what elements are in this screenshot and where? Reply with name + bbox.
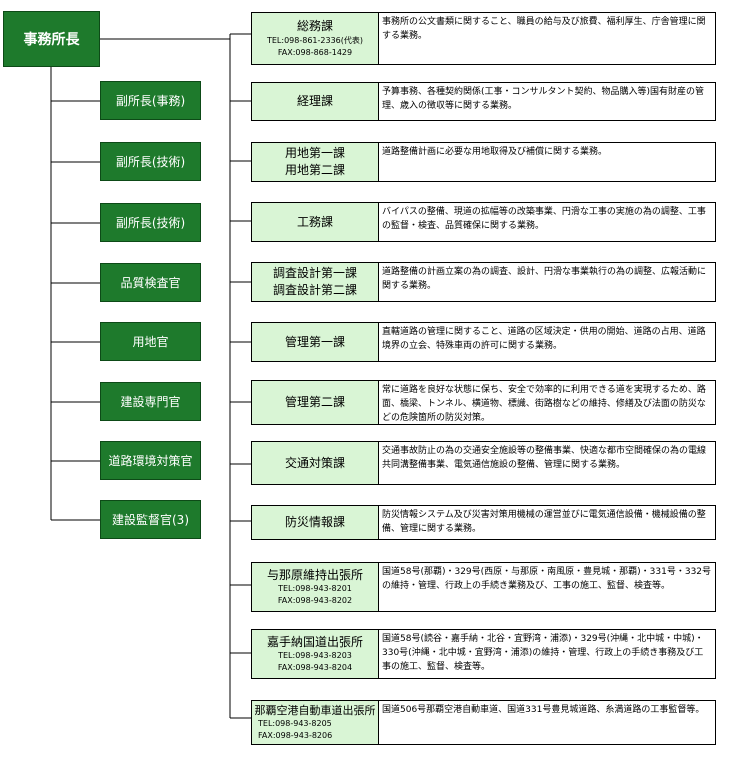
- section-row-engineering: 工務課 バイパスの整備、現道の拡幅等の改築事業、円滑な工事の実施の為の調整、工事…: [251, 202, 716, 242]
- section-row-management-1: 管理第一課 直轄道路の管理に関すること、道路の区域決定・供用の開始、道路の占用、…: [251, 322, 716, 362]
- section-name: 嘉手納国道出張所: [266, 634, 363, 649]
- section-name: 那覇空港自動車道出張所: [254, 703, 376, 717]
- deputy-box-construction-specialist: 建設専門官: [100, 382, 201, 421]
- section-row-general-affairs: 総務課 TEL:098-861-2336(代表) FAX:098-868-142…: [251, 12, 716, 65]
- deputy-box-vice-admin: 副所長(事務): [100, 81, 201, 120]
- deputy-box-land-officer: 用地官: [100, 322, 201, 361]
- section-name-box: 経理課: [252, 83, 379, 120]
- section-name-box: 那覇空港自動車道出張所 TEL:098-943-8205 FAX:098-943…: [252, 701, 379, 744]
- section-row-naha-airport-office: 那覇空港自動車道出張所 TEL:098-943-8205 FAX:098-943…: [251, 700, 716, 745]
- section-name-box: 調査設計第一課 調査設計第二課: [252, 263, 379, 301]
- section-tel: TEL:098-943-8201: [278, 584, 352, 594]
- section-name: 総務課: [296, 19, 333, 34]
- section-description: 事務所の公文書類に関すること、職員の給与及び旅費、福利厚生、庁舎管理に関する業務…: [379, 13, 715, 64]
- section-name-box: 嘉手納国道出張所 TEL:098-943-8203 FAX:098-943-82…: [252, 630, 379, 678]
- section-name-box: 用地第一課 用地第二課: [252, 143, 379, 181]
- section-description: 国道58号(読谷・嘉手納・北谷・宜野湾・浦添)・329号(沖縄・北中城・中城)・…: [379, 630, 715, 678]
- section-description: 国道58号(那覇)・329号(西原・与那原・南風原・豊見城・那覇)・331号・3…: [379, 563, 715, 611]
- section-row-survey-design: 調査設計第一課 調査設計第二課 道路整備の計画立案の為の調査、設計、円滑な事業執…: [251, 262, 716, 302]
- section-name: 調査設計第一課: [272, 266, 357, 281]
- chief-box: 事務所長: [3, 11, 100, 67]
- deputy-box-construction-supervisor: 建設監督官(3): [100, 500, 201, 539]
- section-description: 道路整備の計画立案の為の調査、設計、円滑な事業執行の為の調整、広報活動に関する業…: [379, 263, 715, 301]
- section-row-traffic: 交通対策課 交通事故防止の為の交通安全施設等の整備事業、快適な都市空間確保の為の…: [251, 441, 716, 485]
- section-name-box: 交通対策課: [252, 442, 379, 484]
- section-name: 工務課: [296, 214, 333, 229]
- section-name: 管理第一課: [284, 334, 345, 349]
- section-name-box: 総務課 TEL:098-861-2336(代表) FAX:098-868-142…: [252, 13, 379, 64]
- section-fax: FAX:098-868-1429: [277, 47, 353, 57]
- section-description: 予算事務、各種契約関係(工事・コンサルタント契約、物品購入等)国有財産の管理、歳…: [379, 83, 715, 120]
- section-description: 直轄道路の管理に関すること、道路の区域決定・供用の開始、道路の占用、道路境界の立…: [379, 323, 715, 361]
- deputy-label: 建設専門官: [120, 395, 181, 409]
- section-description: 国道506号那覇空港自動車道、国道331号豊見城道路、糸満道路の工事監督等。: [379, 701, 715, 744]
- section-row-accounting: 経理課 予算事務、各種契約関係(工事・コンサルタント契約、物品購入等)国有財産の…: [251, 82, 716, 121]
- section-description: バイパスの整備、現道の拡幅等の改築事業、円滑な工事の実施の為の調整、工事の監督・…: [379, 203, 715, 241]
- section-name-box: 防災情報課: [252, 506, 379, 539]
- section-description: 交通事故防止の為の交通安全施設等の整備事業、快適な都市空間確保の為の電線共同溝整…: [379, 442, 715, 484]
- section-tel: TEL:098-943-8205: [258, 719, 332, 729]
- section-row-kadena-office: 嘉手納国道出張所 TEL:098-943-8203 FAX:098-943-82…: [251, 629, 716, 679]
- deputy-box-quality-inspector: 品質検査官: [100, 263, 201, 302]
- section-name: 与那原維持出張所: [266, 567, 363, 582]
- section-description: 常に道路を良好な状態に保ち、安全で効率的に利用できる道を実現するため、路面、橋梁…: [379, 381, 715, 424]
- section-tel: TEL:098-861-2336(代表): [266, 35, 363, 45]
- section-name-2: 調査設計第二課: [272, 283, 357, 297]
- deputy-label: 副所長(事務): [115, 94, 186, 108]
- section-row-disaster-info: 防災情報課 防災情報システム及び災害対策用機械の運営並びに電気通信設備・機械設備…: [251, 505, 716, 540]
- section-fax: FAX:098-943-8204: [277, 663, 353, 673]
- section-name: 経理課: [296, 94, 333, 109]
- section-tel: TEL:098-943-8203: [278, 651, 352, 661]
- section-description: 防災情報システム及び災害対策用機械の運営並びに電気通信設備・機械設備の整備、管理…: [379, 506, 715, 539]
- section-row-land: 用地第一課 用地第二課 道路整備計画に必要な用地取得及び補償に関する業務。: [251, 142, 716, 182]
- deputy-label: 道路環境対策官: [108, 454, 193, 468]
- deputy-label: 品質検査官: [120, 276, 181, 290]
- deputy-label: 建設監督官(3): [112, 513, 189, 527]
- deputy-label: 用地官: [132, 335, 169, 349]
- deputy-box-road-environment: 道路環境対策官: [100, 441, 201, 480]
- deputy-box-vice-tech-1: 副所長(技術): [100, 142, 201, 181]
- section-row-management-2: 管理第二課 常に道路を良好な状態に保ち、安全で効率的に利用できる道を実現するため…: [251, 380, 716, 425]
- section-name: 用地第一課: [284, 146, 345, 161]
- deputy-label: 副所長(技術): [115, 155, 186, 169]
- section-name-box: 工務課: [252, 203, 379, 241]
- section-description: 道路整備計画に必要な用地取得及び補償に関する業務。: [379, 143, 715, 181]
- section-row-yonabaru-office: 与那原維持出張所 TEL:098-943-8201 FAX:098-943-82…: [251, 562, 716, 612]
- section-name-box: 管理第一課: [252, 323, 379, 361]
- section-name-2: 用地第二課: [284, 163, 345, 177]
- deputy-label: 副所長(技術): [115, 216, 186, 230]
- section-fax: FAX:098-943-8202: [277, 596, 353, 606]
- section-name: 交通対策課: [284, 455, 345, 470]
- section-name: 管理第二課: [284, 395, 345, 410]
- section-fax: FAX:098-943-8206: [258, 731, 333, 741]
- deputy-box-vice-tech-2: 副所長(技術): [100, 203, 201, 242]
- section-name-box: 与那原維持出張所 TEL:098-943-8201 FAX:098-943-82…: [252, 563, 379, 611]
- section-name-box: 管理第二課: [252, 381, 379, 424]
- section-name: 防災情報課: [284, 515, 345, 530]
- chief-label: 事務所長: [23, 32, 80, 48]
